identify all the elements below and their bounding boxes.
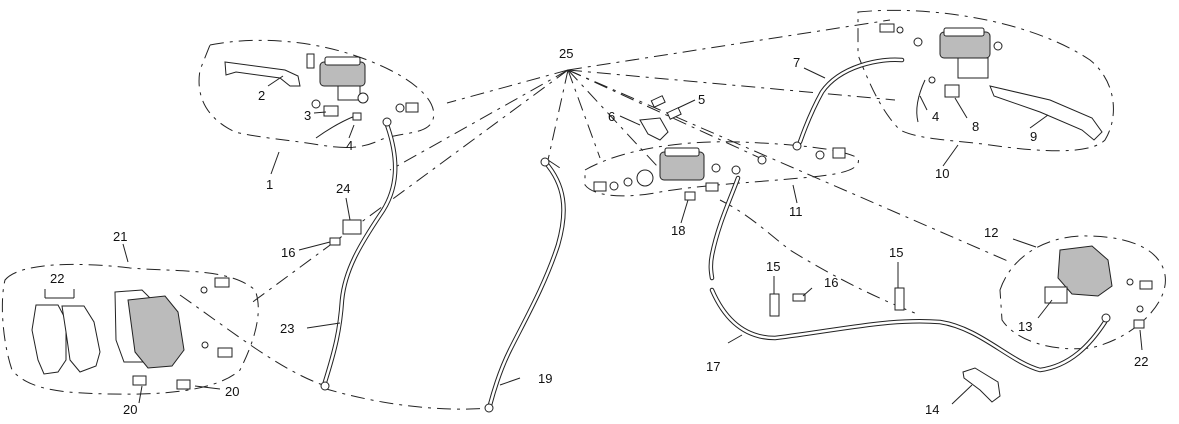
clamp-right [957,57,989,79]
callout-25-leaders [249,19,1011,305]
callout-pointers [44,67,1143,405]
bolt-18 [684,191,696,201]
brake-hose-18 [708,175,741,281]
callout-21: 21 [113,229,127,244]
group-outline-right-master-cylinder [857,9,1114,152]
group-outline-right-caliper [999,235,1166,350]
callout-12: 12 [984,225,998,240]
bolt-22-right [1133,319,1145,329]
bolt-center-right [705,182,719,192]
callout-4-left: 4 [346,138,353,153]
group-outlines [1,9,1166,395]
right-master-cylinder-assembly [879,23,1103,141]
clamp-left [337,85,361,101]
left-master-cylinder-assembly [224,53,419,139]
callout-6: 6 [608,109,615,124]
callout-25: 25 [559,46,573,61]
callout-16-left: 16 [281,245,295,260]
callout-5: 5 [698,92,705,107]
brake-hose-7 [792,57,905,151]
callout-15-right: 15 [889,245,903,260]
brake-lever-left [224,61,301,87]
center-master-cylinder-assembly [593,147,846,201]
switch-wire-4-right [916,79,926,123]
brake-hose-23 [320,117,398,391]
callout-23: 23 [280,321,294,336]
callout-15-left: 15 [766,259,780,274]
union-center [636,169,654,187]
callout-19: 19 [538,371,552,386]
callout-17: 17 [706,359,720,374]
clamp-15-left [769,293,780,317]
brake-lever-right [989,85,1103,141]
group-outline-left-caliper [1,263,259,395]
banjo-bolt-left [405,102,419,113]
callout-9: 9 [1030,129,1037,144]
brake-hose-19 [484,157,566,413]
callout-7: 7 [793,55,800,70]
callout-22-right: 22 [1134,354,1148,369]
callout-20-right: 20 [225,384,239,399]
right-caliper-assembly [1044,245,1153,329]
brake-switch-3 [323,105,339,117]
clamp-15-right [894,287,905,311]
bolt-20-left [132,375,147,386]
washer-left-a [357,92,369,104]
bracket-6 [639,117,669,141]
brake-switch-8 [944,84,960,98]
callout-18: 18 [671,223,685,238]
bolt-20-right [176,379,191,390]
callout-10: 10 [935,166,949,181]
callout-16-right: 16 [824,275,838,290]
reservoir-cap-right [943,27,985,37]
callout-13: 13 [1018,319,1032,334]
callout-22-left: 22 [50,271,64,286]
bracket-and-bolts [639,95,682,141]
brake-pad-left-a [31,304,67,375]
callout-4-right: 4 [932,109,939,124]
left-caliper-assembly [31,277,233,390]
brake-pad-left-b [61,305,101,373]
caliper-bracket-13 [1044,286,1068,304]
callout-8: 8 [972,119,979,134]
bolt-16-left [329,237,341,246]
callout-labels: 1 2 3 4 5 6 7 4 8 9 10 11 12 13 14 15 15… [50,46,1148,417]
clip-24 [342,219,362,235]
group-outline-left-master-cylinder [198,39,435,148]
hose-clamps [329,219,905,317]
switch-wire-4-left [315,115,356,139]
callout-14: 14 [925,402,939,417]
master-cylinder-body-left [319,61,366,87]
bolt-5-b [666,107,682,120]
callout-2: 2 [258,88,265,103]
callout-3: 3 [304,108,311,123]
callout-11: 11 [789,204,803,219]
bolt-right-top [879,23,895,33]
caliper-body-right [1057,245,1113,297]
connector-lines [179,159,921,410]
brake-hose-17 [709,287,1111,373]
callout-20-left: 20 [123,402,137,417]
bolt-5-a [650,95,666,108]
callout-24: 24 [336,181,350,196]
bracket-14 [962,367,1001,403]
callout-1: 1 [266,177,273,192]
bolt-16-right [792,293,806,302]
lever-pivot-bolt [306,53,315,69]
washer-left-b [395,103,405,113]
reservoir-cap-left [324,56,361,66]
caliper-body-left [127,295,185,369]
bolt-center-left [593,181,607,192]
group-outline-center-master-cylinder [584,141,859,197]
